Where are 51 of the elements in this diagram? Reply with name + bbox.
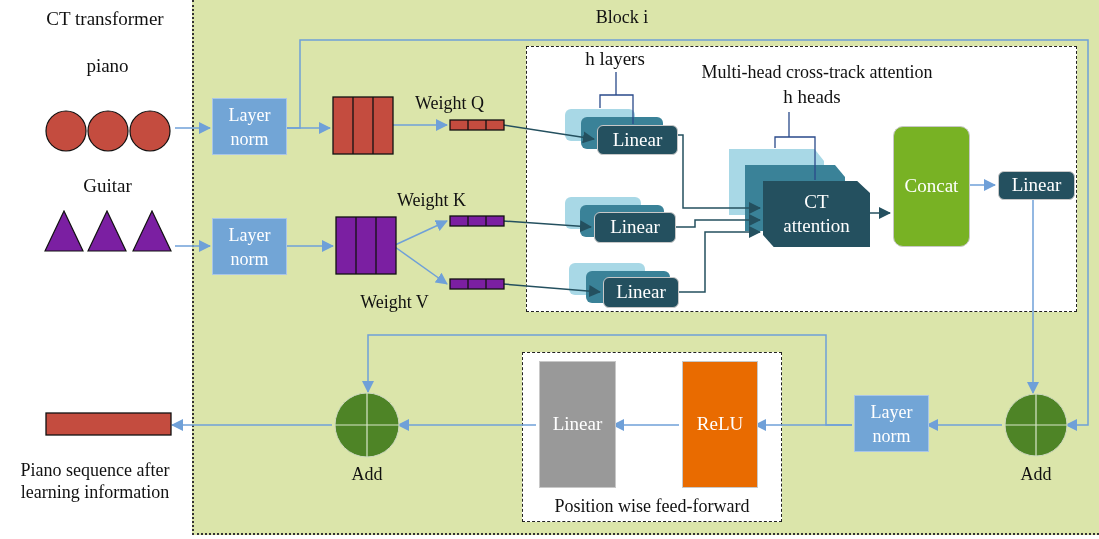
arrow [174, 122, 211, 134]
linear-box: Linear [603, 277, 679, 308]
arrow [926, 419, 1003, 431]
caption-text: Piano sequence after learning information [19, 459, 171, 503]
dashed-group-box [522, 352, 782, 522]
layer-norm-box: Layer norm [854, 395, 929, 452]
linear-box: Linear [597, 125, 678, 155]
concat-box: Concat [893, 126, 970, 247]
caption-text: Add [350, 463, 384, 485]
dashed-group-box [526, 46, 1077, 312]
linear-box: Linear [998, 171, 1075, 200]
arrow [391, 119, 448, 131]
layer-norm-box: Layer norm [212, 218, 287, 275]
weight-matrix [332, 96, 394, 155]
arrow [502, 220, 592, 233]
sequence-bar [449, 215, 505, 227]
sequence-bar [45, 412, 172, 436]
track-label: Guitar [83, 175, 132, 197]
arrow [1027, 198, 1039, 394]
sequence-bar [449, 119, 505, 131]
arrow [171, 419, 333, 431]
add-circle [1004, 393, 1068, 457]
caption-text: Weight V [359, 291, 430, 313]
linear-box: Linear [539, 361, 616, 488]
add-circle [334, 392, 400, 458]
arrow [362, 334, 853, 426]
group-title: Block i [594, 6, 650, 28]
sequence-bar [449, 278, 505, 290]
annotation-label: h heads [782, 86, 842, 108]
annotation-label: CT transformer [45, 8, 165, 30]
layer-norm-box: Layer norm [212, 98, 287, 155]
caption-text: Add [1019, 463, 1053, 485]
relu-box: ReLU [682, 361, 758, 488]
group-title: Multi-head cross-track attention [700, 61, 934, 83]
arrow [284, 39, 1089, 431]
block-panel [192, 0, 1099, 535]
weight-matrix [335, 216, 397, 275]
linear-box: Linear [594, 212, 676, 243]
arrow [174, 240, 211, 252]
arrow [502, 283, 601, 298]
arrow [394, 220, 448, 246]
group-title: Position wise feed-forward [553, 495, 751, 517]
caption-text: Weight K [395, 189, 467, 211]
attention-box: CT attention [763, 181, 870, 247]
arrow [397, 419, 537, 431]
track-label: piano [86, 55, 129, 77]
arrow [502, 124, 595, 144]
caption-text: Weight Q [413, 92, 485, 114]
arrow [394, 246, 448, 285]
annotation-label: h layers [584, 48, 646, 70]
arrow [284, 240, 334, 252]
